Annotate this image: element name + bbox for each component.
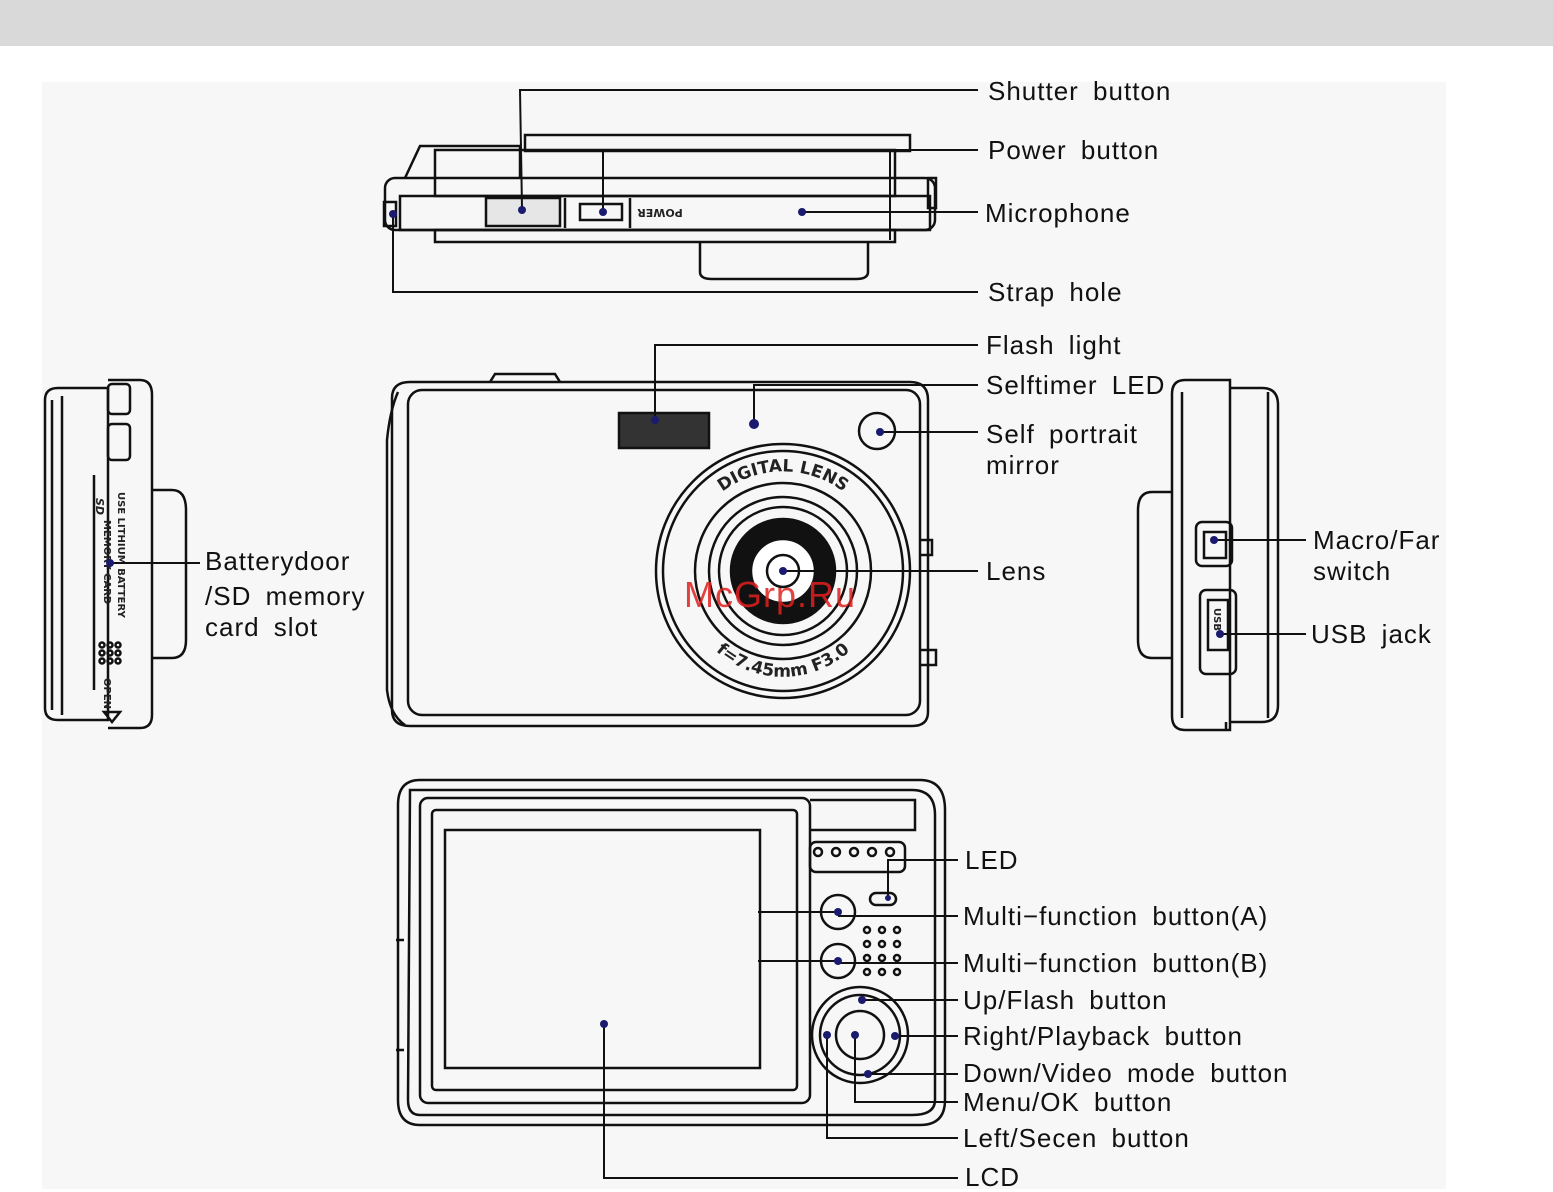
label-multi-function-a: Multi−function button(A) bbox=[963, 901, 1269, 931]
label-strap-hole: Strap hole bbox=[988, 277, 1123, 307]
label-down-video: Down/Video mode button bbox=[963, 1058, 1289, 1088]
label-left-scene: Left/Secen button bbox=[963, 1123, 1190, 1153]
sd-logo: SD bbox=[93, 498, 106, 515]
label-right-playback: Right/Playback button bbox=[963, 1021, 1243, 1051]
leader-strap bbox=[392, 214, 978, 293]
label-macro-far: Macro/Far bbox=[1313, 525, 1441, 555]
leader-selftimer bbox=[753, 384, 978, 424]
top-bar bbox=[0, 0, 1553, 46]
label-lcd: LCD bbox=[965, 1162, 1021, 1192]
label-self-portrait: Self portrait bbox=[986, 419, 1138, 449]
label-flash-light: Flash light bbox=[986, 330, 1122, 360]
battery-engraving: USE LITHIUM BATTERY bbox=[115, 492, 126, 619]
label-led: LED bbox=[965, 845, 1019, 875]
leader-left bbox=[826, 1035, 958, 1139]
callout-lines bbox=[110, 89, 1306, 1179]
label-up-flash: Up/Flash button bbox=[963, 985, 1168, 1015]
camera-top-view: POWER bbox=[382, 133, 938, 281]
label-shutter-button: Shutter button bbox=[988, 76, 1172, 106]
label-lens: Lens bbox=[986, 556, 1047, 586]
label-multi-function-b: Multi−function button(B) bbox=[963, 948, 1269, 978]
leader-menu bbox=[854, 1035, 958, 1103]
camera-back-view bbox=[396, 778, 947, 1127]
label-microphone: Microphone bbox=[985, 198, 1131, 228]
label-selftimer-led: Selftimer LED bbox=[986, 370, 1166, 400]
label-menu-ok: Menu/OK button bbox=[963, 1087, 1173, 1117]
label-batterydoor: Batterydoor bbox=[205, 546, 351, 576]
leader-flash bbox=[654, 344, 978, 420]
usb-engraving: USB bbox=[1211, 608, 1222, 631]
label-card-slot: card slot bbox=[205, 612, 319, 642]
leader-mfb bbox=[758, 960, 958, 964]
label-sd-memory: /SD memory bbox=[205, 581, 366, 611]
diagram-panel bbox=[42, 82, 1446, 1189]
label-switch: switch bbox=[1313, 556, 1392, 586]
open-engraving: OPEN bbox=[101, 678, 112, 709]
camera-front-view: DIGITAL LENS f=7.45mm F3.0 bbox=[385, 372, 938, 728]
power-engraving: POWER bbox=[637, 206, 683, 219]
leader-lcd bbox=[603, 1024, 958, 1179]
leader-power bbox=[602, 149, 978, 240]
camera-right-side-view: USB bbox=[1136, 378, 1280, 732]
label-power-button: Power button bbox=[988, 135, 1160, 165]
watermark: McGrp.Ru bbox=[684, 574, 857, 615]
leader-mfa bbox=[758, 911, 958, 917]
callout-dots bbox=[106, 206, 1224, 1078]
leader-shutter bbox=[518, 89, 978, 209]
camera-left-side-view: USE LITHIUM BATTERY MEMORY CARD SD OPEN bbox=[43, 378, 188, 730]
label-usb-jack: USB jack bbox=[1311, 619, 1432, 649]
label-mirror: mirror bbox=[986, 450, 1060, 480]
leader-led bbox=[887, 859, 958, 898]
